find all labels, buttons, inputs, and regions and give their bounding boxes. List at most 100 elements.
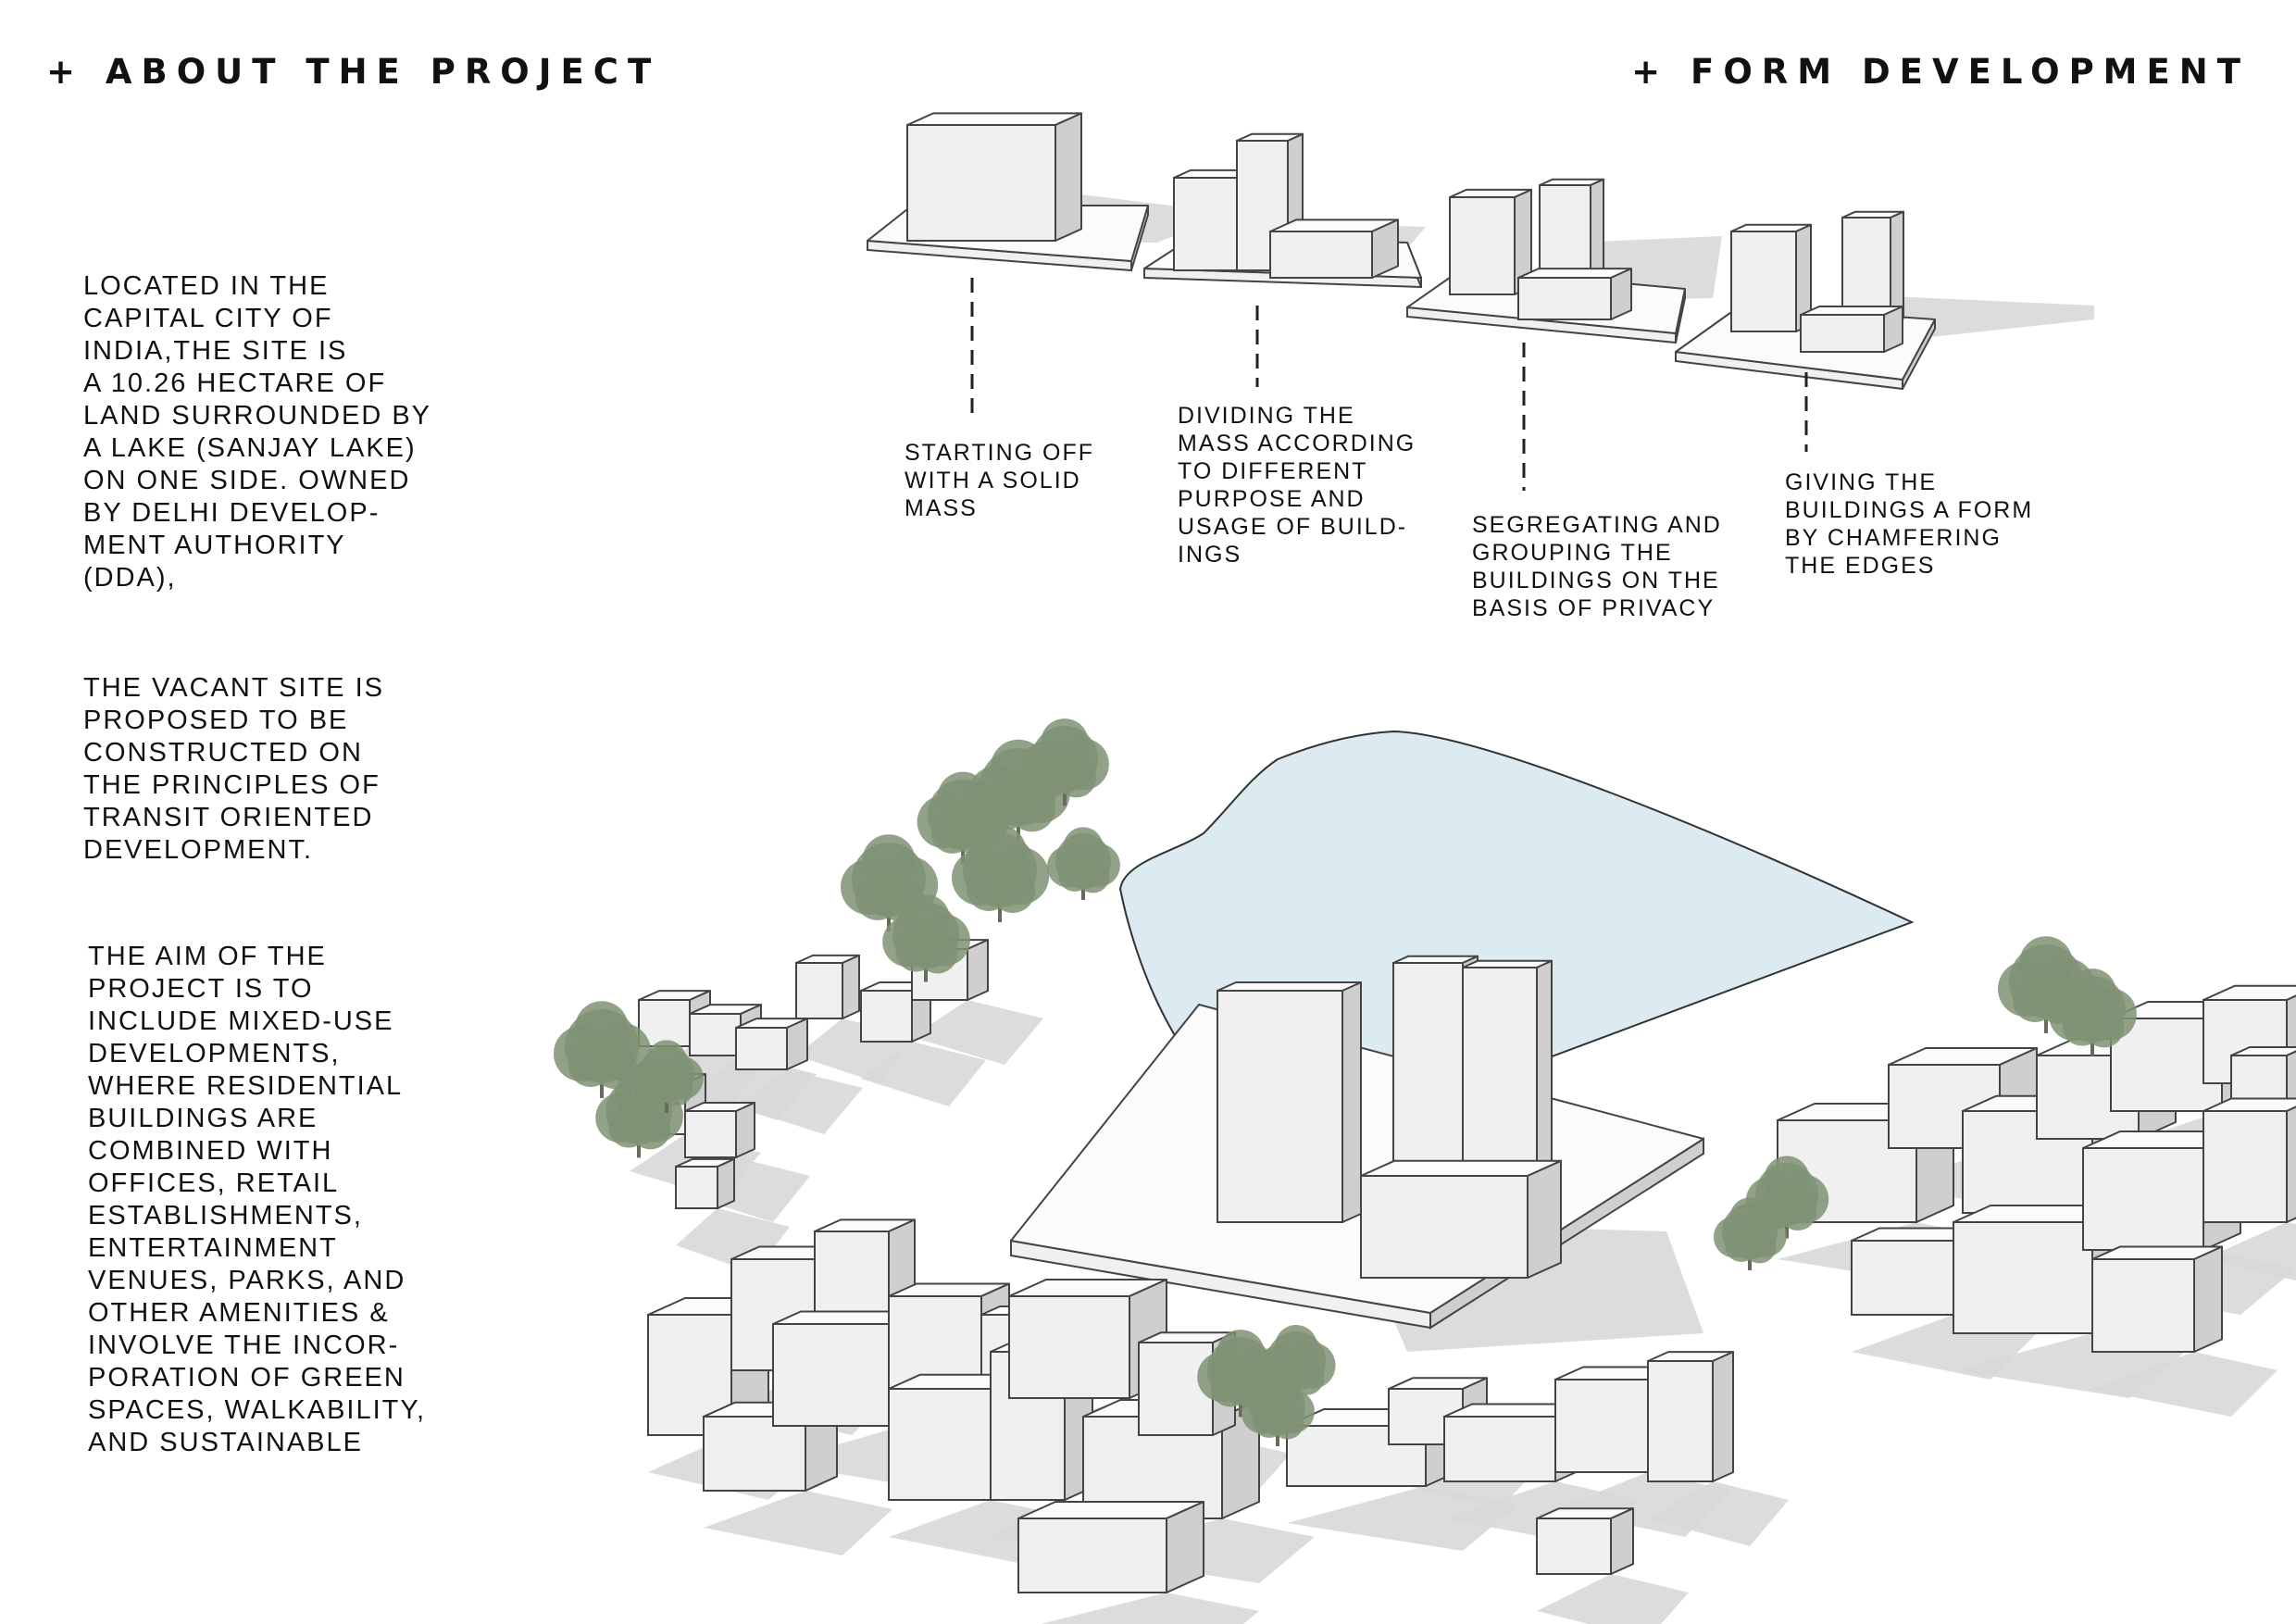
block-front xyxy=(1173,177,1240,271)
block-side xyxy=(1166,1501,1204,1593)
neighbourhood-block xyxy=(2202,1097,2296,1223)
neighbourhood-blocks xyxy=(629,939,2296,1593)
block-front xyxy=(689,1013,742,1056)
trees-layer xyxy=(554,718,2137,1446)
step-2-block-c xyxy=(1269,219,1399,279)
neighbourhood-block xyxy=(684,1102,755,1158)
block-front xyxy=(1536,1518,1612,1575)
neighbourhood-block xyxy=(675,1157,735,1209)
neighbourhood-block xyxy=(735,1018,808,1070)
block-side xyxy=(967,939,989,1001)
block-front xyxy=(735,1027,788,1070)
step-2-block-b xyxy=(1236,132,1304,271)
block-shadow xyxy=(1041,1593,1259,1624)
block-side xyxy=(1883,306,1903,353)
block-side xyxy=(1610,268,1632,320)
tree-canopy xyxy=(1076,859,1110,893)
tree-canopy xyxy=(1729,1197,1770,1238)
step-3-podium xyxy=(1517,268,1632,320)
tree xyxy=(917,771,1010,865)
block-side xyxy=(786,1018,808,1070)
block-front xyxy=(2202,1110,2288,1223)
block-side xyxy=(1610,1507,1634,1575)
heading-about-project: + ABOUT THE PROJECT xyxy=(46,52,661,92)
tree-canopy xyxy=(1742,1230,1777,1264)
proposed-podium xyxy=(1360,1159,1562,1279)
block-front xyxy=(703,1416,806,1492)
block-side xyxy=(735,1102,755,1158)
block-shadow xyxy=(2092,1352,2277,1417)
neighbourhood-block xyxy=(1017,1501,1204,1593)
block-shadow xyxy=(1648,1481,1789,1546)
block-front xyxy=(795,962,843,1019)
tree xyxy=(1047,827,1120,900)
tree-canopy xyxy=(1217,1330,1265,1378)
step-1-solid-mass xyxy=(906,112,1082,242)
block-side xyxy=(1712,1351,1734,1482)
tree-canopy xyxy=(630,1109,671,1150)
block-front xyxy=(1008,1295,1130,1399)
about-paragraph-aim: THE AIM OF THE PROJECT IS TO INCLUDE MIX… xyxy=(88,942,427,1457)
proposed-towers xyxy=(1217,955,1562,1279)
tree-canopy xyxy=(1063,827,1104,868)
tree-canopy xyxy=(1764,1156,1810,1202)
tree-canopy xyxy=(902,894,950,943)
block-front xyxy=(1800,314,1885,353)
tree xyxy=(882,894,970,982)
block-front xyxy=(1449,196,1516,295)
block-front xyxy=(1953,1221,2093,1334)
step-4-podium xyxy=(1800,306,1903,353)
step-2-caption: DIVIDING THE MASS ACCORDING TO DIFFERENT… xyxy=(1178,403,1416,568)
tree xyxy=(1021,718,1109,806)
block-top xyxy=(1217,981,1362,992)
block-front xyxy=(906,124,1056,242)
block-side xyxy=(2193,1245,2223,1353)
block-shadow xyxy=(736,1069,863,1134)
block-front xyxy=(675,1166,718,1209)
heading-form-development: + FORM DEVELOPMENT xyxy=(1631,52,2250,92)
block-front xyxy=(1730,231,1797,332)
block-front xyxy=(1554,1379,1649,1473)
tree-canopy xyxy=(659,1072,693,1106)
tree-canopy xyxy=(1274,1324,1318,1368)
tree-canopy xyxy=(862,834,916,888)
neighbourhood-block xyxy=(1536,1507,1634,1575)
block-side xyxy=(1054,112,1082,242)
tree-canopy xyxy=(1008,784,1055,832)
step-3-caption: SEGREGATING AND GROUPING THE BUILDINGS O… xyxy=(1472,512,1722,621)
block-front xyxy=(772,1323,904,1427)
tree-canopy xyxy=(917,933,958,974)
block-front xyxy=(1236,140,1289,271)
block-front xyxy=(2091,1258,2195,1353)
tree-canopy xyxy=(1270,1405,1304,1440)
block-front xyxy=(1517,277,1612,320)
tree-canopy xyxy=(1056,757,1097,798)
neighbourhood-block xyxy=(1647,1351,1734,1482)
block-front xyxy=(1647,1360,1714,1482)
tree-canopy xyxy=(2019,936,2073,990)
block-shadow xyxy=(912,1000,1043,1065)
neighbourhood-block xyxy=(2091,1245,2223,1353)
about-paragraph-location: LOCATED IN THE CAPITAL CITY OF INDIA,THE… xyxy=(83,271,431,593)
tree-canopy xyxy=(1778,1193,1817,1231)
step-4-tower-left xyxy=(1730,223,1812,332)
block-front xyxy=(860,990,913,1043)
step-3-tower-left xyxy=(1449,188,1532,295)
block-shadow xyxy=(1287,1486,1518,1551)
block-front xyxy=(1851,1240,1954,1316)
tree-canopy xyxy=(973,825,1027,879)
tree xyxy=(952,825,1050,922)
tree-canopy xyxy=(2068,968,2116,1017)
tree xyxy=(1242,1373,1315,1446)
block-side xyxy=(1371,219,1399,279)
tree-canopy xyxy=(2084,1007,2125,1048)
step-4-caption: GIVING THE BUILDINGS A FORM BY CHAMFERIN… xyxy=(1785,469,2034,579)
block-front xyxy=(1017,1518,1167,1593)
block-front xyxy=(1269,231,1373,279)
block-top xyxy=(906,112,1082,126)
block-side xyxy=(1527,1159,1562,1279)
tree-canopy xyxy=(1289,1359,1325,1395)
tree-canopy xyxy=(646,1040,687,1081)
proposed-tower-left xyxy=(1217,981,1362,1223)
